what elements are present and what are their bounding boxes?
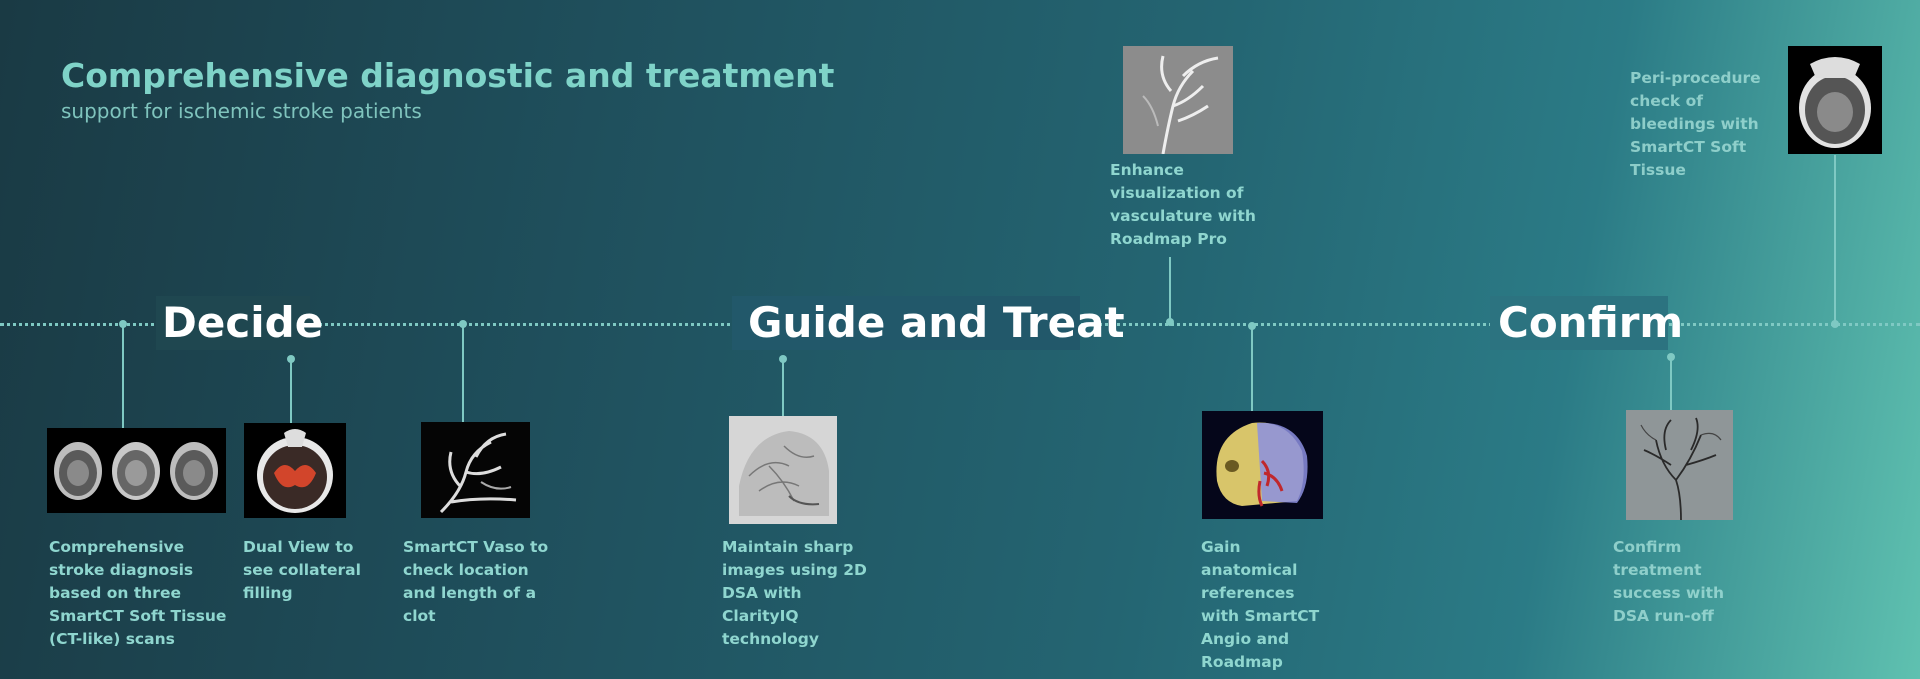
three-ct-scans-thumbnail bbox=[47, 428, 226, 513]
timeline-dot bbox=[1831, 320, 1839, 328]
page-title: Comprehensive diagnostic and treatment bbox=[61, 56, 835, 95]
step-caption: SmartCT Vaso to check location and lengt… bbox=[403, 538, 549, 625]
vaso-vessels-icon bbox=[439, 432, 517, 514]
dual-view-icon bbox=[257, 429, 333, 513]
connector-line bbox=[1169, 257, 1171, 321]
ct-scans-icon bbox=[54, 442, 218, 500]
connector-line bbox=[1251, 326, 1253, 411]
timeline-dot bbox=[1166, 318, 1174, 326]
connector-line bbox=[290, 359, 292, 423]
step-caption: Gain anatomical references with SmartCT … bbox=[1201, 538, 1320, 671]
page-subtitle: support for ischemic stroke patients bbox=[61, 99, 422, 123]
step-caption: Comprehensive stroke diagnosis based on … bbox=[49, 538, 227, 648]
smartct-angio-thumbnail bbox=[1202, 411, 1323, 519]
step-caption: Maintain sharp images using 2D DSA with … bbox=[722, 538, 867, 648]
phase-confirm-label: Confirm bbox=[1490, 296, 1683, 350]
angio-skull-icon bbox=[1216, 422, 1308, 507]
dsa-claritiq-thumbnail bbox=[729, 416, 837, 524]
connector-line bbox=[462, 324, 464, 422]
phase-guide-label: Guide and Treat bbox=[732, 296, 1125, 350]
step-caption: Confirm treatment success with DSA run-o… bbox=[1613, 538, 1725, 625]
smartct-vaso-thumbnail bbox=[421, 422, 530, 518]
connector-line bbox=[122, 324, 124, 428]
dsa-runoff-thumbnail bbox=[1626, 410, 1733, 520]
step-caption: Enhance visualization of vasculature wit… bbox=[1110, 161, 1256, 248]
roadmap-vessels-icon bbox=[1123, 46, 1233, 154]
connector-line bbox=[1670, 357, 1672, 411]
peri-ct-icon bbox=[1799, 57, 1871, 148]
step-caption: Peri-procedure check of bleedings with S… bbox=[1630, 69, 1761, 179]
dsa-skull-icon bbox=[729, 416, 837, 524]
roadmap-pro-thumbnail bbox=[1123, 46, 1233, 154]
connector-line bbox=[1834, 155, 1836, 322]
step-caption: Dual View to see collateral filling bbox=[243, 538, 361, 602]
runoff-vessels-icon bbox=[1626, 410, 1733, 520]
phase-decide-label: Decide bbox=[156, 296, 323, 350]
peri-procedure-ct-thumbnail bbox=[1788, 46, 1882, 154]
connector-line bbox=[782, 359, 784, 416]
dual-view-thumbnail bbox=[244, 423, 346, 518]
